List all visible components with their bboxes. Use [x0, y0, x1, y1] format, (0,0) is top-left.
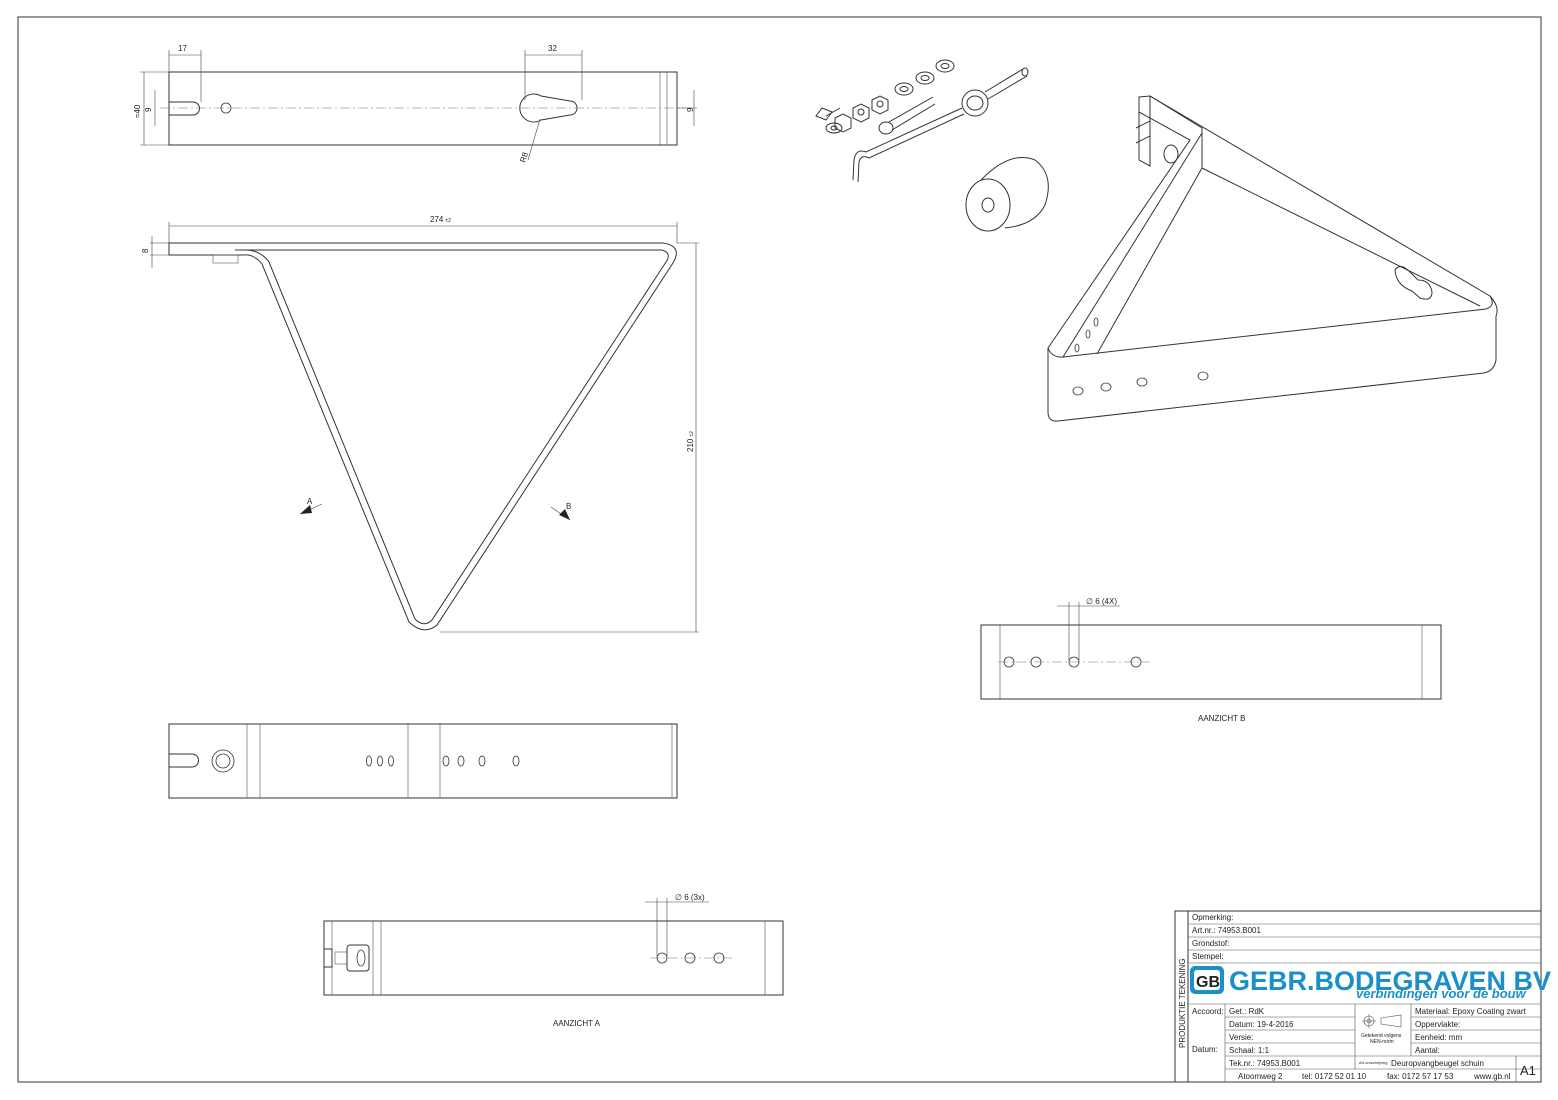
tb-sheet-size: A1	[1520, 1063, 1536, 1078]
tb-date-label: Datum:	[1192, 1045, 1218, 1054]
dim-top-slot-width: 32	[548, 44, 557, 53]
sheet-border	[17, 16, 1542, 1083]
tb-scale: Schaal: 1:1	[1229, 1046, 1270, 1055]
tb-raw-material: Grondstof:	[1192, 939, 1229, 948]
tb-stamp: Stempel:	[1192, 952, 1224, 961]
tb-approval: Accoord:	[1192, 1007, 1224, 1016]
dim-side-height: 210±2	[686, 431, 695, 452]
hardware-parts	[815, 59, 1049, 232]
projection-symbol-icon	[1362, 1014, 1402, 1028]
tb-description-label: Art.omschrijving	[1359, 1060, 1387, 1065]
tb-version: Versie:	[1229, 1033, 1253, 1042]
tb-description: Deuropvangbeugel schuin	[1391, 1059, 1484, 1068]
tb-phone: tel: 0172 52 01 10	[1302, 1072, 1367, 1081]
company-name: GEBR.BODEGRAVEN BV	[1229, 966, 1551, 996]
view-a-holes	[650, 952, 732, 964]
dim-side-thickness: 8	[141, 248, 150, 253]
tb-material: Materiaal: Epoxy Coating zwart	[1415, 1007, 1526, 1016]
view-marker-a: A	[307, 497, 313, 506]
tb-nen-note-1: Getekend volgens	[1361, 1033, 1402, 1039]
dim-view-a-hole: ∅ 6 (3x)	[675, 893, 705, 902]
tb-quantity: Aantal:	[1415, 1046, 1440, 1055]
isometric-bracket	[1047, 95, 1498, 422]
view-b-holes	[998, 656, 1150, 668]
top-view: 17 32 ≈40 9 9 R8	[133, 44, 697, 164]
tb-fax: fax: 0172 57 17 53	[1387, 1072, 1454, 1081]
view-b: ∅ 6 (4X) AANZICHT B	[980, 597, 1442, 723]
company-tagline: verbindingen voor de bouw	[1356, 986, 1527, 1001]
tb-drawing-number: Tek.nr.: 74953.B001	[1229, 1059, 1301, 1068]
dim-top-half-left: 9	[144, 107, 153, 112]
tb-surface: Oppervlakte:	[1415, 1020, 1460, 1029]
title-block: PRODUKTIE TEKENING Opmerking: Art.nr.: 7…	[1174, 910, 1551, 1083]
dim-top-left-width: 17	[178, 44, 187, 53]
view-a: ∅ 6 (3x) AANZICHT A	[323, 893, 784, 1028]
bottom-view	[168, 723, 678, 799]
tb-nen-note-2: NEN-norm	[1370, 1039, 1394, 1045]
caption-view-b: AANZICHT B	[1198, 714, 1245, 723]
tb-remark: Opmerking:	[1192, 913, 1233, 922]
dim-top-height: ≈40	[133, 104, 142, 118]
caption-view-a: AANZICHT A	[553, 1019, 601, 1028]
dim-side-length: 274±2	[430, 215, 451, 224]
tb-website: www.gb.nl	[1473, 1072, 1511, 1081]
tb-unit: Eenheid: mm	[1415, 1033, 1462, 1042]
view-marker-b: B	[566, 502, 571, 511]
company-logo: GB GEBR.BODEGRAVEN BV verbindingen voor …	[1190, 966, 1551, 1001]
side-view: 274±2 8 210±2 A B	[141, 215, 699, 633]
dim-top-radius: R8	[518, 151, 530, 164]
dim-top-half-right: 9	[686, 107, 695, 112]
tb-article: Art.nr.: 74953.B001	[1192, 926, 1261, 935]
logo-letters: GB	[1196, 974, 1220, 991]
dim-view-b-hole: ∅ 6 (4X)	[1086, 597, 1117, 606]
tb-date: Datum: 19-4-2016	[1229, 1020, 1294, 1029]
tb-vertical-label: PRODUKTIE TEKENING	[1178, 958, 1187, 1048]
tb-drawn-by: Get.: RdK	[1229, 1007, 1265, 1016]
tb-address: Atoomweg 2	[1238, 1072, 1283, 1081]
